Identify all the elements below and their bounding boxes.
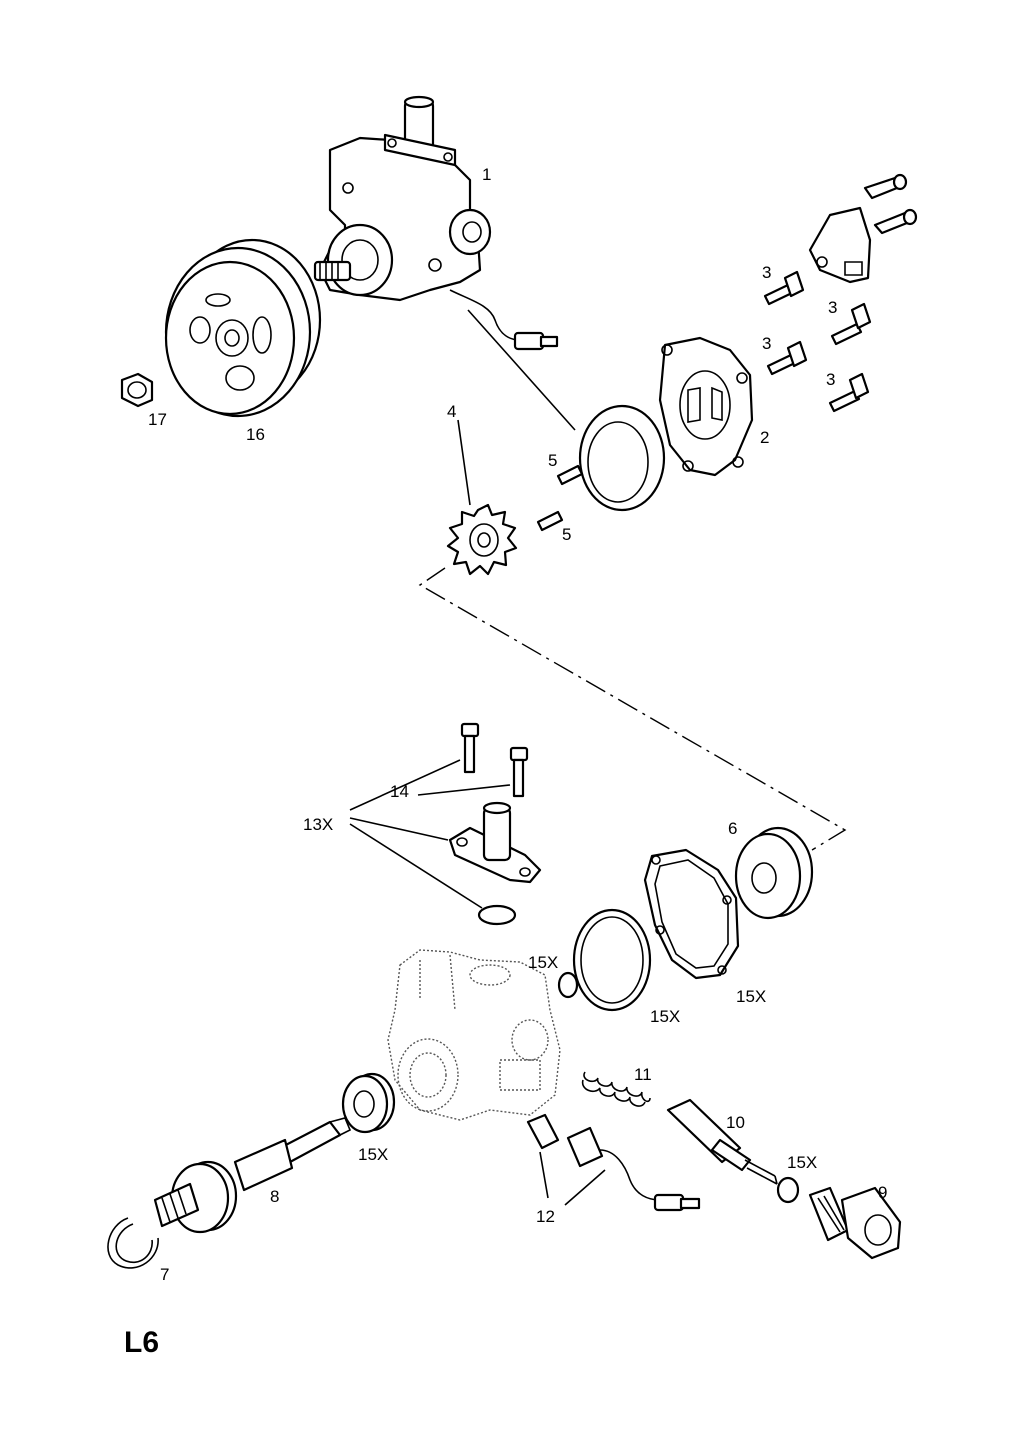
part-16-pulley <box>164 238 322 418</box>
callout-5: 5 <box>548 451 557 470</box>
part-11-spring <box>581 1071 651 1107</box>
callout-4: 4 <box>447 402 456 421</box>
leader-lines <box>349 309 606 1206</box>
callout-15x: 15X <box>528 953 558 972</box>
part-15x-seal-ring <box>572 908 652 1012</box>
callout-12: 12 <box>536 1207 555 1226</box>
callout-11: 11 <box>634 1065 652 1084</box>
part-5-pins <box>536 464 584 532</box>
part-12-sensor <box>526 1113 701 1212</box>
callout-17: 17 <box>148 410 167 429</box>
page-code: L6 <box>124 1326 159 1359</box>
callout-9: 9 <box>878 1183 887 1202</box>
callout-3: 3 <box>826 370 835 389</box>
part-15x-valve-o-ring <box>776 1176 800 1204</box>
part-1-pump-body <box>313 95 559 351</box>
callout-3: 3 <box>828 298 837 317</box>
part-7-circlip <box>107 1217 159 1269</box>
part-4-rotor <box>446 503 518 576</box>
callout-1: 1 <box>482 165 491 184</box>
callout-6: 6 <box>728 819 737 838</box>
callout-14: 14 <box>390 782 409 801</box>
part-6-pressure-plate <box>734 826 814 920</box>
part-10-valve <box>666 1098 778 1185</box>
mounting-bracket <box>808 173 918 284</box>
callout-2: 2 <box>760 428 769 447</box>
callout-16: 16 <box>246 425 265 444</box>
part-15x-small-o-ring <box>557 971 579 999</box>
callout-15x: 15X <box>787 1153 817 1172</box>
callout-15x: 15X <box>736 987 766 1006</box>
part-17-nut <box>120 372 154 408</box>
callout-8: 8 <box>270 1187 279 1206</box>
callout-13x: 13X <box>303 815 333 834</box>
callout-labels: 1 2 3 3 3 3 4 5 5 6 7 8 9 10 11 12 13X 1… <box>148 165 887 1284</box>
part-9-union-fitting <box>808 1186 902 1260</box>
pump-housing-reference <box>387 949 561 1121</box>
part-4-cam-ring <box>578 404 666 512</box>
callout-10: 10 <box>726 1113 745 1132</box>
part-14-bolts <box>460 722 529 798</box>
callout-7: 7 <box>160 1265 169 1284</box>
callout-3: 3 <box>762 263 771 282</box>
part-3-bolts <box>763 270 872 413</box>
part-15x-gasket <box>643 848 740 980</box>
callout-5: 5 <box>562 525 571 544</box>
callout-15x: 15X <box>650 1007 680 1026</box>
part-15x-shaft-seal <box>341 1072 396 1134</box>
callout-3: 3 <box>762 334 771 353</box>
part-13x-o-ring <box>477 904 517 926</box>
callout-15x: 15X <box>358 1145 388 1164</box>
part-8-drive-shaft <box>153 1117 352 1234</box>
part-2-end-plate <box>658 336 754 477</box>
part-13x-fitting <box>448 801 542 884</box>
assembly-path-line <box>418 567 847 851</box>
